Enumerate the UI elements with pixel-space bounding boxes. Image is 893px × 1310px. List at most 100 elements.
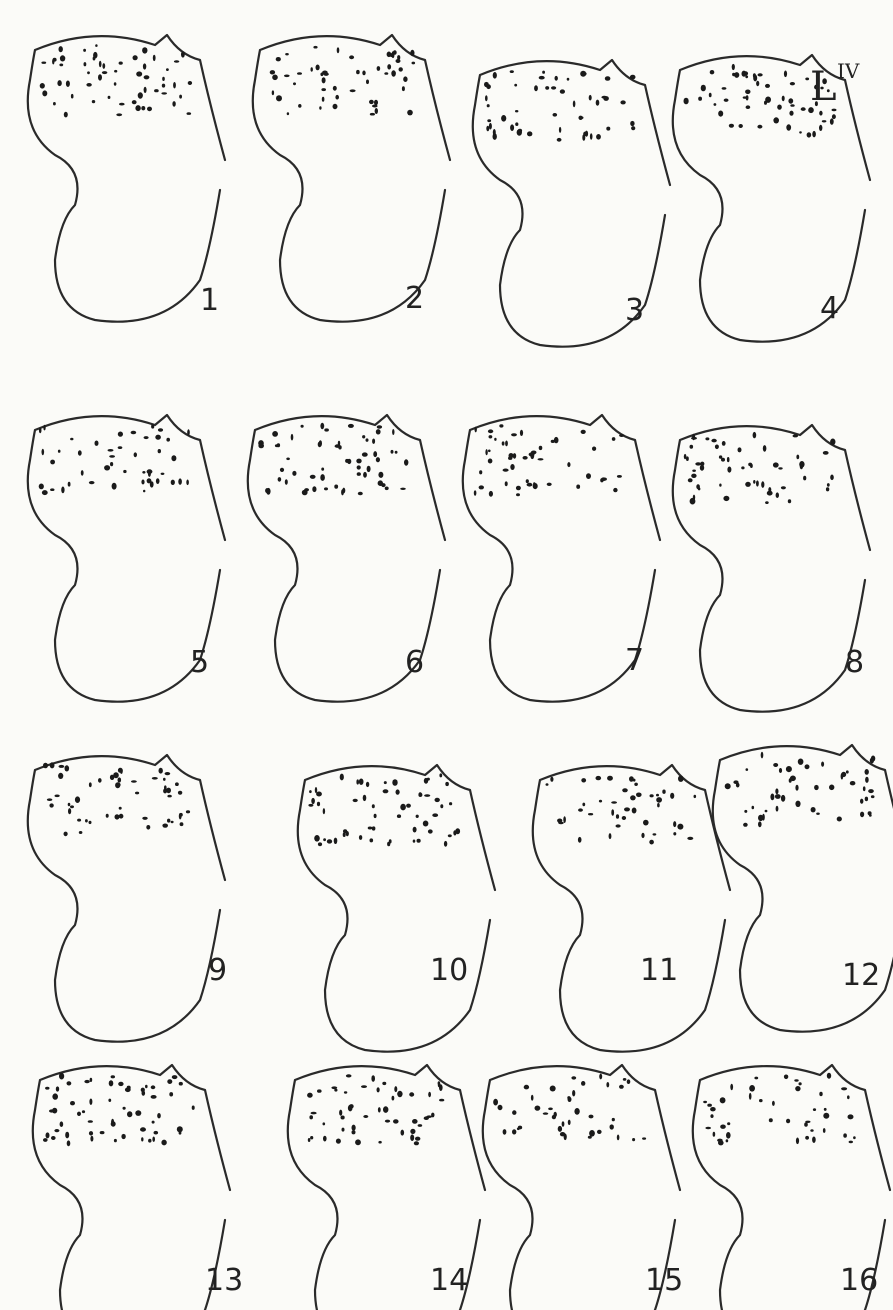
neuron-dot: [146, 825, 150, 830]
neuron-dot: [713, 1132, 716, 1137]
neuron-dot: [611, 801, 617, 803]
neuron-dot: [745, 90, 750, 95]
section-figure-2: [253, 35, 450, 322]
neuron-dot: [399, 67, 403, 71]
section-outline: [253, 35, 450, 322]
neuron-dot: [272, 75, 278, 81]
neuron-dot: [719, 484, 721, 487]
neuron-dot: [811, 807, 816, 812]
neuron-dot: [499, 424, 503, 427]
neuron-dot: [371, 1075, 375, 1082]
neuron-dot: [613, 488, 617, 492]
neuron-dot: [449, 802, 452, 805]
neuron-dot: [118, 432, 123, 437]
neuron-dot: [607, 776, 613, 781]
neuron-dot: [151, 1085, 156, 1089]
neuron-dot: [377, 425, 382, 428]
neuron-dot: [822, 120, 827, 122]
figure-number: 16: [840, 1263, 878, 1298]
neuron-dot: [786, 1119, 790, 1124]
neuron-dot: [632, 1138, 635, 1141]
neuron-dot: [142, 817, 147, 820]
neuron-dot: [636, 793, 642, 798]
neuron-dot: [361, 1085, 367, 1088]
neuron-dot: [323, 1122, 326, 1125]
neuron-dot: [372, 439, 375, 444]
neuron-dot: [727, 1122, 730, 1125]
neuron-dot: [385, 1120, 390, 1123]
neuron-dot: [830, 118, 834, 124]
neuron-dot: [827, 1073, 831, 1079]
neuron-dot: [474, 490, 477, 496]
neuron-dot: [317, 802, 320, 806]
neuron-dot: [581, 778, 586, 782]
neuron-dot: [746, 105, 751, 109]
neuron-dot: [404, 459, 408, 465]
neuron-dot: [313, 46, 317, 49]
neuron-dot: [718, 111, 723, 117]
segment-label-superscript: IV: [837, 59, 860, 83]
neuron-dot: [824, 1108, 827, 1111]
neuron-dot: [285, 53, 289, 55]
neuron-dot: [384, 72, 388, 75]
neuron-dot: [804, 1122, 808, 1126]
neuron-dot: [40, 83, 45, 89]
neuron-dot: [514, 84, 517, 87]
neuron-dot: [743, 823, 748, 827]
neuron-dot: [759, 1099, 763, 1102]
neuron-dot: [493, 72, 497, 79]
neuron-dot: [520, 430, 523, 436]
neuron-dot: [341, 1116, 345, 1120]
neuron-dot: [530, 453, 534, 459]
section-outline: [298, 765, 495, 1052]
neuron-dot: [310, 1136, 313, 1139]
neuron-dot: [377, 1087, 380, 1092]
neuron-dot: [141, 1137, 143, 1141]
neuron-dot: [823, 1113, 829, 1119]
neuron-dot: [606, 1082, 609, 1087]
neuron-dot: [159, 768, 163, 774]
neuron-dot: [475, 427, 477, 433]
neuron-dot: [366, 80, 369, 85]
neuron-dot: [749, 1093, 752, 1100]
neuron-dot: [85, 819, 88, 822]
neuron-dot: [703, 1101, 707, 1103]
neuron-dot: [77, 1112, 81, 1116]
neuron-dot: [805, 1136, 809, 1140]
neuron-dot: [794, 1079, 798, 1081]
neuron-dot: [53, 58, 57, 62]
figure-number: 4: [820, 291, 839, 326]
neuron-dot: [673, 832, 676, 835]
neuron-dot: [335, 95, 339, 100]
neuron-dot: [84, 1080, 89, 1083]
neuron-dot: [135, 792, 139, 795]
figure-number: 5: [190, 645, 209, 680]
neuron-dot: [606, 127, 610, 131]
neuron-dot: [341, 489, 344, 495]
neuron-dot: [596, 100, 600, 106]
neuron-dot: [383, 789, 389, 793]
neuron-dot: [568, 1120, 571, 1125]
neuron-dot: [830, 439, 835, 446]
neuron-dot: [847, 1095, 850, 1099]
neuron-dot: [777, 105, 782, 110]
neuron-dot: [714, 103, 717, 106]
neuron-dot: [756, 81, 759, 86]
neuron-dot: [86, 83, 91, 87]
neuron-dot: [819, 1092, 822, 1096]
neuron-dot: [592, 447, 596, 451]
neuron-dot: [392, 1096, 395, 1101]
neuron-dot: [353, 799, 358, 802]
neuron-dot: [743, 96, 747, 98]
neuron-dot: [152, 777, 158, 780]
neuron-dot: [92, 100, 95, 103]
neuron-dot: [596, 776, 602, 780]
neuron-dot: [748, 463, 752, 467]
figure-number: 11: [640, 953, 678, 988]
neuron-dot: [412, 1119, 418, 1124]
neuron-dot: [588, 813, 593, 815]
neuron-dot: [284, 75, 290, 78]
neuron-dot: [292, 471, 296, 476]
neuron-dot: [684, 98, 689, 105]
